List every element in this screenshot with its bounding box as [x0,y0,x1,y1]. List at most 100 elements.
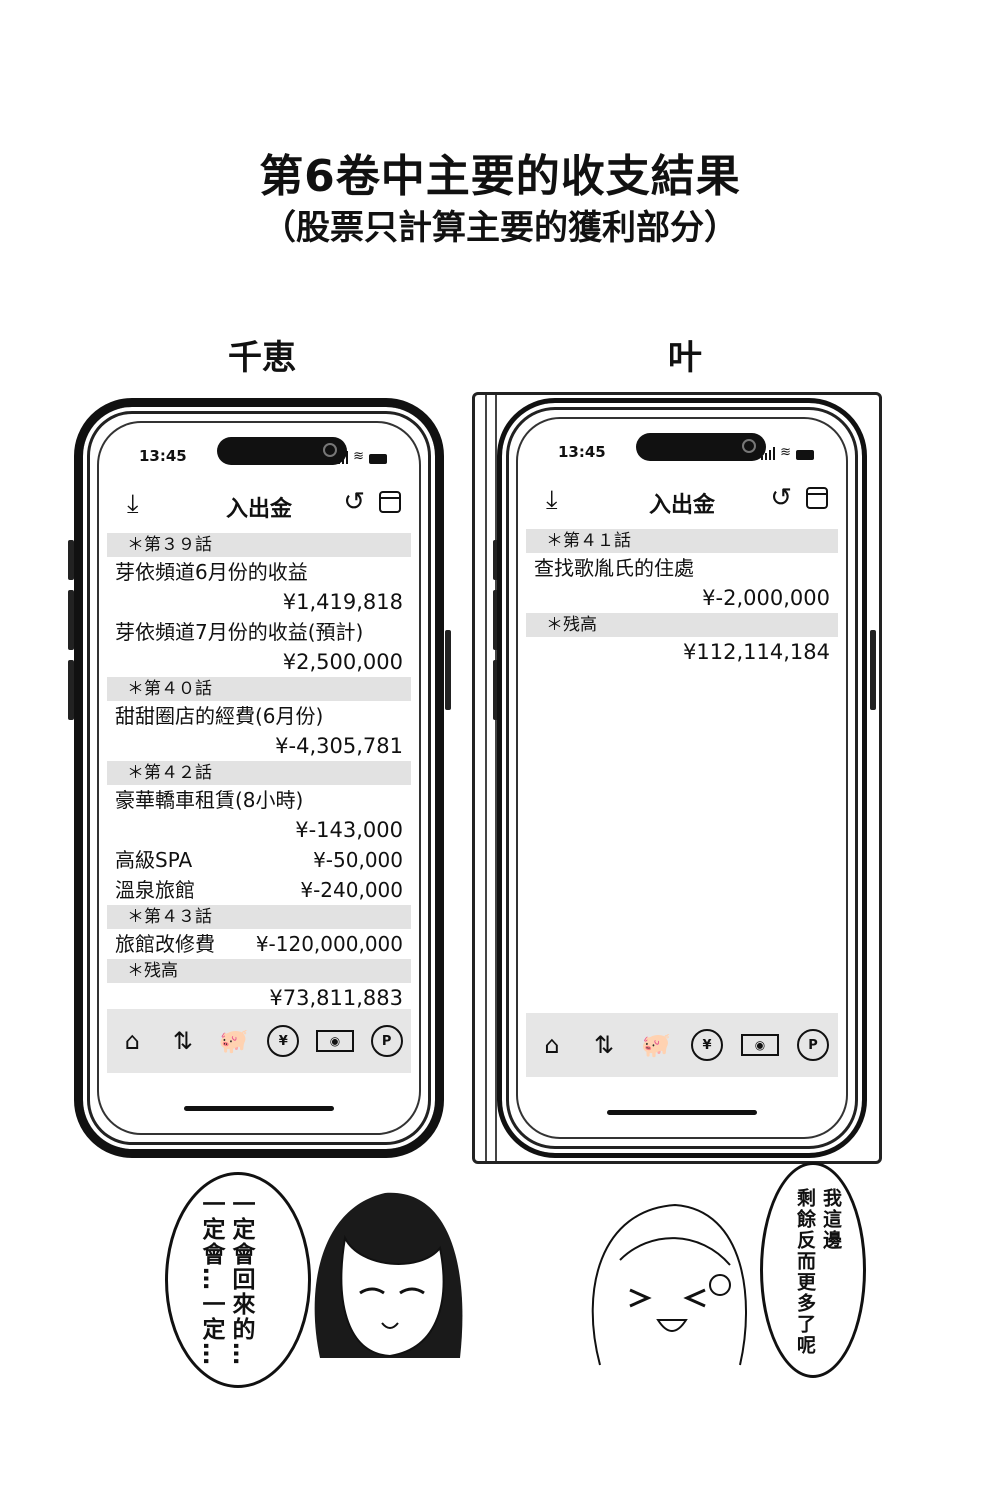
volume-button [493,590,499,650]
transaction-name: 旅館改修費 [115,932,215,956]
left-phone: 13:45 ≋ ⤓ 入出金 ↺ ＊第３９話芽依頻道6月份的收益 ¥1,419,81… [74,398,444,1158]
transaction-amount: ¥-143,000 [295,818,403,842]
transaction-row[interactable]: 豪華轎車租賃(8小時) [99,785,419,815]
page-subtitle: （股票只計算主要的獲利部分） [262,208,738,248]
volume-button [68,590,74,650]
volume-button [493,660,499,720]
money-bag-yen-icon[interactable]: ¥ [691,1029,723,1061]
dynamic-island [636,433,766,461]
app-header: ⤓ 入出金 ↺ [518,479,846,523]
power-button [870,630,876,710]
yen-mark: ¥ [702,1037,712,1053]
point-coin-icon[interactable]: P [370,1025,403,1057]
transaction-name: 芽依頻道7月份的收益(預計) [115,620,364,644]
transaction-row[interactable]: 高級SPA ¥-50,000 [99,845,419,875]
banknote-icon[interactable]: ◉ [315,1030,354,1052]
transaction-list: ＊第４１話查找歌胤氏的住處 ¥-2,000,000 ＊残高 ¥112,114,184 [518,529,846,667]
section-header: ＊残高 [526,613,838,637]
balance-amount: ¥73,811,883 [269,986,403,1010]
speech-line: 剩餘反而更多了呢 [794,1188,816,1356]
transaction-row[interactable]: 芽依頻道6月份的收益 [99,557,419,587]
transfer-arrows-icon[interactable]: ⇅ [172,1027,194,1055]
transfer-arrows-icon[interactable]: ⇅ [593,1031,615,1059]
transaction-list: ＊第３９話芽依頻道6月份的收益 ¥1,419,818 芽依頻道7月份的收益(預計) ¥… [99,533,419,1013]
home-icon[interactable]: ⌂ [124,1027,140,1055]
transaction-name: 查找歌胤氏的住處 [534,556,694,580]
section-header: ＊第３９話 [107,533,411,557]
download-icon[interactable]: ⤓ [546,485,558,515]
case-spine [485,395,497,1161]
transaction-row[interactable]: 溫泉旅館 ¥-240,000 [99,875,419,905]
transaction-amount: ¥-240,000 [300,878,403,902]
speech-text-right: 我這邊 剩餘反而更多了呢 [792,1188,844,1356]
speech-text-left: 一定會回來的… 一定會…一定… [196,1192,256,1367]
calendar-icon[interactable] [806,487,828,509]
section-header: ＊第４１話 [526,529,838,553]
status-time: 13:45 [558,443,606,461]
piggy-bank-icon[interactable]: 🐖 [218,1027,249,1055]
transaction-amount: ¥-2,000,000 [702,586,830,610]
right-phone: 13:45 ≋ ⤓ 入出金 ↺ ＊第４１話查找歌胤氏的住處 ¥-2,000,000… [497,398,867,1158]
yen-mark: ¥ [278,1033,288,1049]
wifi-icon: ≋ [780,445,791,460]
system-icons: ≋ [334,449,387,464]
app-header: ⤓ 入出金 ↺ [99,483,419,527]
money-bag-yen-icon[interactable]: ¥ [267,1025,300,1057]
page-title: 第6卷中主要的收支結果 [259,151,741,202]
transaction-name: 溫泉旅館 [115,878,195,902]
transaction-amount: ¥-120,000,000 [255,932,403,956]
signal-icon [761,447,776,460]
speech-line: 我這邊 [820,1188,842,1251]
transaction-amount: ¥-50,000 [313,848,403,872]
status-time: 13:45 [139,447,187,465]
chie-face-drawing [314,1192,463,1358]
transaction-row[interactable]: 旅館改修費 ¥-120,000,000 [99,929,419,959]
battery-icon [796,450,814,460]
point-mark: P [808,1037,818,1053]
transaction-name: 甜甜圈店的經費(6月份) [115,704,324,728]
speech-bubble-right [760,1162,866,1378]
piggy-bank-icon[interactable]: 🐖 [641,1031,671,1059]
calendar-icon[interactable] [379,491,401,513]
transaction-amount: ¥-4,305,781 [275,734,403,758]
history-icon[interactable]: ↺ [770,483,792,513]
download-icon[interactable]: ⤓ [127,489,139,519]
home-indicator[interactable] [184,1106,334,1111]
section-header: ＊残高 [107,959,411,983]
volume-button [68,660,74,720]
history-icon[interactable]: ↺ [343,487,365,517]
transaction-name: 高級SPA [115,848,193,872]
tab-bar: ⌂ ⇅ 🐖 ¥ ◉ P [526,1013,838,1077]
banknote-icon[interactable]: ◉ [741,1034,779,1056]
right-character-name: 叶 [668,338,702,378]
dynamic-island [217,437,347,465]
wifi-icon: ≋ [353,449,364,464]
camera-icon [323,443,337,457]
section-header: ＊第４０話 [107,677,411,701]
transaction-row[interactable]: 甜甜圈店的經費(6月份) [99,701,419,731]
transaction-name: 豪華轎車租賃(8小時) [115,788,304,812]
camera-icon [742,439,756,453]
battery-icon [369,454,387,464]
kanae-face-drawing [591,1203,748,1366]
tab-bar: ⌂ ⇅ 🐖 ¥ ◉ P [107,1009,411,1073]
speech-line: 一定會…一定… [198,1192,224,1367]
transaction-row[interactable]: 芽依頻道7月份的收益(預計) [99,617,419,647]
balance-amount: ¥112,114,184 [683,640,830,664]
system-icons: ≋ [761,445,814,460]
volume-button [493,540,499,580]
phone-screen: 13:45 ≋ ⤓ 入出金 ↺ ＊第４１話查找歌胤氏的住處 ¥-2,000,000… [516,417,848,1139]
point-mark: P [381,1033,392,1049]
transaction-amount: ¥1,419,818 [282,590,403,614]
home-indicator[interactable] [607,1110,757,1115]
power-button [445,630,451,710]
volume-button [68,540,74,580]
signal-icon [334,451,349,464]
left-character-name: 千恵 [228,338,296,378]
transaction-row[interactable]: 查找歌胤氏的住處 [518,553,846,583]
phone-screen: 13:45 ≋ ⤓ 入出金 ↺ ＊第３９話芽依頻道6月份的收益 ¥1,419,81… [97,421,421,1135]
point-coin-icon[interactable]: P [797,1029,829,1061]
home-icon[interactable]: ⌂ [544,1031,560,1059]
transaction-amount: ¥2,500,000 [282,650,403,674]
transaction-name: 芽依頻道6月份的收益 [115,560,308,584]
